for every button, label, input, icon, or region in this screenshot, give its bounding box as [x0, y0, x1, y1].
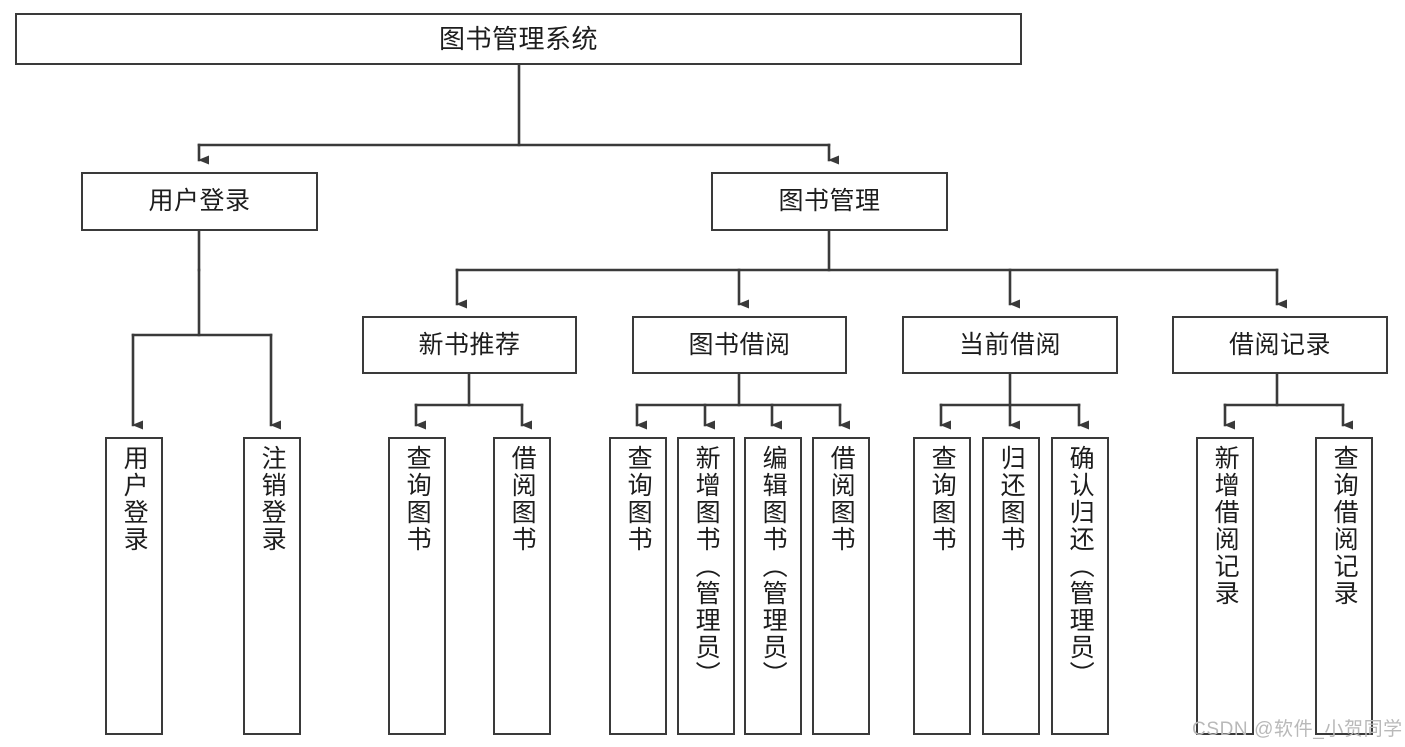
node-book-manage-label: 图书管理	[778, 187, 881, 215]
node-leaf-query-book-2-label: 查询图书	[624, 445, 653, 553]
node-leaf-query-book-1[interactable]: 查询图书	[388, 437, 446, 735]
node-leaf-edit-book-label: 编辑图书（管理员）	[759, 445, 788, 688]
node-leaf-query-record-label: 查询借阅记录	[1330, 445, 1359, 607]
node-leaf-borrow-book-1-label: 借阅图书	[508, 445, 537, 553]
node-leaf-query-book-1-label: 查询图书	[403, 445, 432, 553]
node-leaf-confirm-return-label: 确认归还（管理员）	[1066, 445, 1095, 688]
node-leaf-add-record-label: 新增借阅记录	[1211, 445, 1240, 607]
node-leaf-return-book-label: 归还图书	[997, 445, 1026, 553]
node-leaf-query-book-3-label: 查询图书	[928, 445, 957, 553]
node-leaf-add-book-label: 新增图书（管理员）	[692, 445, 721, 688]
node-user-login[interactable]: 用户登录	[81, 172, 318, 231]
node-book-manage[interactable]: 图书管理	[711, 172, 948, 231]
node-leaf-user-login[interactable]: 用户登录	[105, 437, 163, 735]
node-leaf-confirm-return[interactable]: 确认归还（管理员）	[1051, 437, 1109, 735]
node-leaf-query-record[interactable]: 查询借阅记录	[1315, 437, 1373, 735]
node-new-book-rec[interactable]: 新书推荐	[362, 316, 577, 374]
node-new-book-rec-label: 新书推荐	[418, 330, 521, 359]
node-leaf-edit-book[interactable]: 编辑图书（管理员）	[744, 437, 802, 735]
node-user-login-label: 用户登录	[148, 187, 251, 215]
node-current-borrow[interactable]: 当前借阅	[902, 316, 1118, 374]
node-leaf-logout-login-label: 注销登录	[258, 445, 287, 553]
node-leaf-logout-login[interactable]: 注销登录	[243, 437, 301, 735]
node-leaf-return-book[interactable]: 归还图书	[982, 437, 1040, 735]
node-current-borrow-label: 当前借阅	[958, 330, 1061, 359]
node-leaf-borrow-book-2-label: 借阅图书	[827, 445, 856, 553]
node-leaf-user-login-label: 用户登录	[120, 445, 149, 553]
node-leaf-borrow-book-2[interactable]: 借阅图书	[812, 437, 870, 735]
node-book-borrow[interactable]: 图书借阅	[632, 316, 847, 374]
node-leaf-query-book-2[interactable]: 查询图书	[609, 437, 667, 735]
node-borrow-record[interactable]: 借阅记录	[1172, 316, 1388, 374]
node-root-label: 图书管理系统	[438, 23, 598, 54]
node-leaf-add-book[interactable]: 新增图书（管理员）	[677, 437, 735, 735]
node-leaf-add-record[interactable]: 新增借阅记录	[1196, 437, 1254, 735]
node-root[interactable]: 图书管理系统	[15, 13, 1022, 65]
node-book-borrow-label: 图书借阅	[688, 330, 791, 359]
node-borrow-record-label: 借阅记录	[1228, 330, 1331, 359]
node-leaf-borrow-book-1[interactable]: 借阅图书	[493, 437, 551, 735]
node-leaf-query-book-3[interactable]: 查询图书	[913, 437, 971, 735]
